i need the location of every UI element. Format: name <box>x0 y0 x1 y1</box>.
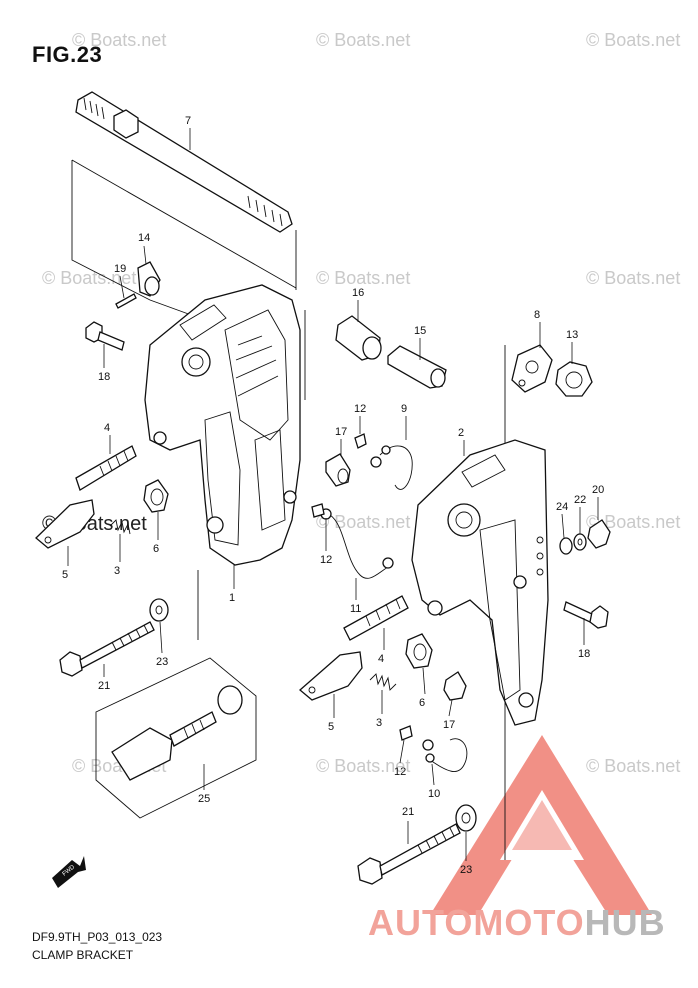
callout: 12 <box>320 554 332 566</box>
part-22-collar <box>573 533 587 551</box>
part-25-assembly <box>95 657 257 819</box>
callout: 13 <box>566 329 578 341</box>
callout: 21 <box>98 680 110 692</box>
part-9-ground-wire <box>370 445 413 490</box>
figure-code: DF9.9TH_P03_013_023 <box>32 930 163 944</box>
part-12-screw <box>399 725 413 741</box>
callout: 1 <box>229 592 235 604</box>
callout: 12 <box>394 766 406 778</box>
part-3-spring <box>369 673 397 691</box>
part-13-nut <box>555 361 593 397</box>
part-15-rod <box>387 345 447 389</box>
callout: 21 <box>402 806 414 818</box>
watermark: © Boats.net <box>72 30 167 50</box>
automotohub-logo-mark <box>430 735 652 915</box>
watermark: © Boats.net <box>586 30 681 50</box>
callout: 6 <box>419 697 425 709</box>
part-4-adjust-rod <box>343 595 409 641</box>
callout: 18 <box>98 371 110 383</box>
part-21-bolt <box>357 823 461 885</box>
part-5-lever <box>35 499 95 549</box>
callout: 3 <box>114 565 120 577</box>
part-12-screw <box>354 433 367 449</box>
callout: 17 <box>335 426 347 438</box>
callout: 17 <box>443 719 455 731</box>
callout: 24 <box>556 501 568 513</box>
callout: 5 <box>328 721 334 733</box>
part-21-bolt <box>59 621 155 677</box>
callout: 4 <box>104 422 110 434</box>
figure-title: FIG.23 <box>32 42 103 67</box>
callout: 25 <box>198 793 210 805</box>
logo-text-part2: HUB <box>584 902 666 943</box>
watermark: © Boats.net <box>42 268 137 288</box>
part-8-plate <box>511 344 553 393</box>
part-4-adjust-rod <box>75 445 137 491</box>
part-5-lever <box>298 651 363 701</box>
part-7-shaft <box>75 91 293 233</box>
callout-numbers: 7 14 19 16 15 8 13 18 12 9 17 2 4 24 22 … <box>62 115 604 876</box>
callout: 8 <box>534 309 540 321</box>
callout: 9 <box>401 403 407 415</box>
part-16-bushing <box>335 315 382 361</box>
part-24-washer <box>559 537 573 555</box>
watermark: © Boats.net <box>316 268 411 288</box>
watermark: © Boats.net <box>586 512 681 532</box>
logo-text-part1: AUTOMOTO <box>368 902 585 943</box>
callout: 10 <box>428 788 440 800</box>
watermark: © Boats.net <box>316 756 411 776</box>
part-23-washer <box>149 598 169 622</box>
callout: 6 <box>153 543 159 555</box>
callout: 19 <box>114 263 126 275</box>
callout: 5 <box>62 569 68 581</box>
automotohub-logo-text: AUTOMOTOHUB <box>368 902 666 944</box>
watermark: © Boats.net <box>586 756 681 776</box>
part-2-right-clamp-bracket <box>411 439 549 726</box>
callout: 12 <box>354 403 366 415</box>
callout: 2 <box>458 427 464 439</box>
part-17-collar <box>325 453 351 487</box>
part-23-washer <box>455 804 477 832</box>
part-14-bushing <box>137 261 161 297</box>
bracket-outline-lines <box>71 159 506 860</box>
part-11-ground-wire <box>320 508 394 579</box>
part-10-ground-wire <box>422 738 468 772</box>
part-18-bolt <box>563 601 609 629</box>
part-18-bolt <box>85 321 125 351</box>
callout: 22 <box>574 494 586 506</box>
callout: 3 <box>376 717 382 729</box>
watermark: © Boats.net <box>316 30 411 50</box>
callout-leader-lines <box>67 245 599 861</box>
part-3-spring <box>109 519 131 535</box>
callout: 23 <box>460 864 472 876</box>
part-20-bushing <box>587 519 611 549</box>
callout: 15 <box>414 325 426 337</box>
fwd-arrow-icon: FWD <box>52 856 86 888</box>
callout: 4 <box>378 653 384 665</box>
callout: 18 <box>578 648 590 660</box>
part-6-pad <box>405 633 433 669</box>
callout: 7 <box>185 115 191 127</box>
callout: 20 <box>592 484 604 496</box>
part-12-screw <box>311 503 325 518</box>
part-1-left-clamp-bracket <box>144 284 301 566</box>
callout: 14 <box>138 232 150 244</box>
watermark: © Boats.net <box>586 268 681 288</box>
part-17-collar <box>443 671 467 701</box>
part-19-pin <box>115 293 137 309</box>
callout: 16 <box>352 287 364 299</box>
figure-name: CLAMP BRACKET <box>32 948 134 962</box>
callout: 23 <box>156 656 168 668</box>
callout: 11 <box>350 603 361 615</box>
part-6-pad <box>143 479 169 513</box>
